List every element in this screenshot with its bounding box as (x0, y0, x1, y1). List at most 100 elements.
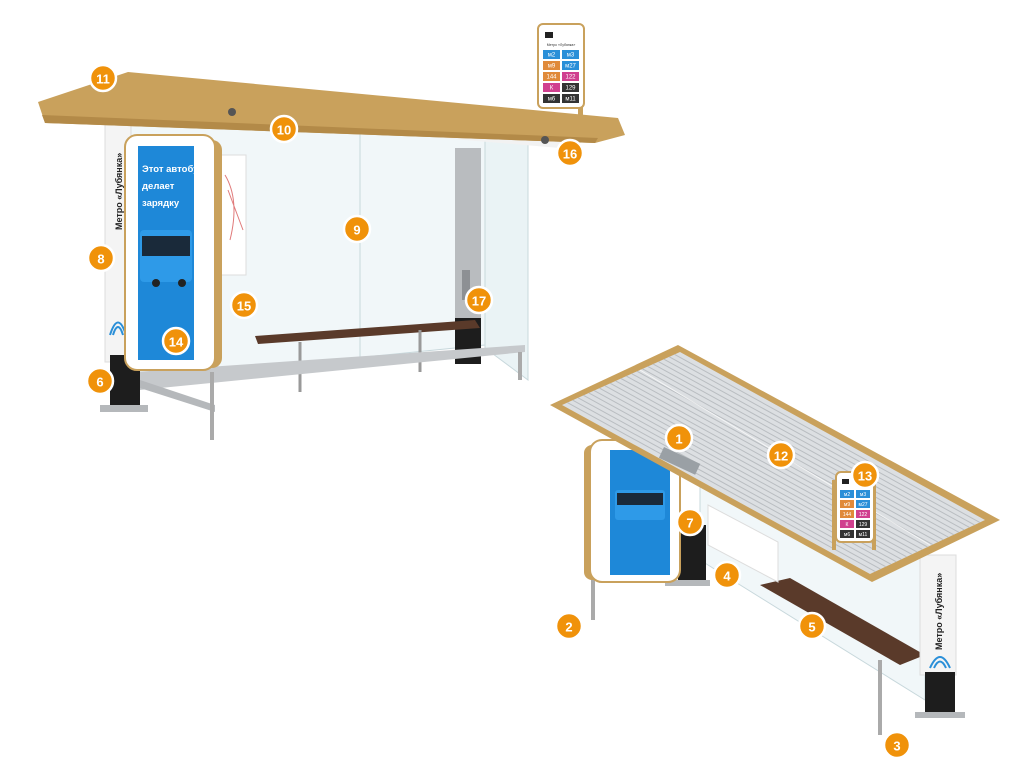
bus-icon (545, 32, 553, 38)
marker-circle (766, 440, 796, 470)
route-number: К (846, 522, 849, 528)
info-panel (707, 504, 779, 583)
marker-circle (675, 507, 705, 537)
marker-16[interactable]: 16 (555, 138, 585, 168)
marker-10[interactable]: 10 (269, 114, 299, 144)
route-number: м3 (860, 492, 866, 498)
route-number: м6 (548, 96, 556, 102)
marker-7[interactable]: 7 (675, 507, 705, 537)
bus-icon (842, 479, 849, 484)
marker-12[interactable]: 12 (766, 440, 796, 470)
foot-plate (915, 712, 965, 718)
route-tile-bg (543, 72, 560, 81)
route-tile: м3 (856, 490, 870, 498)
marker-circle (797, 611, 827, 641)
route-tile-bg (856, 500, 870, 508)
marker-11[interactable]: 11 (88, 63, 118, 93)
marker-circle (555, 138, 585, 168)
marker-6[interactable]: 6 (85, 366, 115, 396)
route-tile: 144 (543, 72, 560, 81)
bus-window (617, 493, 663, 505)
marker-number: 13 (858, 469, 872, 484)
marker-circle (464, 285, 494, 315)
marker-number: 5 (808, 620, 815, 635)
route-tile-bg (856, 490, 870, 498)
marker-circle (882, 730, 912, 760)
marker-1[interactable]: 1 (664, 423, 694, 453)
station-name-label: Метро «Лубянка» (934, 573, 944, 650)
marker-15[interactable]: 15 (229, 290, 259, 320)
marker-14[interactable]: 14 (161, 326, 191, 356)
route-tile: м27 (856, 500, 870, 508)
marker-13[interactable]: 13 (850, 460, 880, 490)
route-tile-bg (562, 50, 579, 59)
roof-rib (674, 353, 981, 523)
route-number: м27 (565, 63, 576, 69)
shelter-front-view: Метро «Лубянка» Этот автобус делает заря… (38, 23, 625, 440)
marker-circle (554, 611, 584, 641)
route-number: 129 (859, 522, 868, 528)
route-sign-post (832, 480, 836, 550)
route-tile: К (840, 520, 854, 528)
route-tile-bg (840, 520, 854, 528)
route-tile-bg (562, 72, 579, 81)
base-frame-side (140, 380, 215, 412)
route-number: м6 (844, 532, 850, 538)
marker-circle (229, 290, 259, 320)
roof-rib (669, 356, 975, 526)
marker-3[interactable]: 3 (882, 730, 912, 760)
route-tile: 122 (856, 510, 870, 518)
route-tile-bg (562, 94, 579, 103)
marker-5[interactable]: 5 (797, 611, 827, 641)
marker-number: 6 (96, 375, 103, 390)
route-number: м27 (859, 502, 868, 508)
route-tile-bg (543, 94, 560, 103)
roof-rib (642, 368, 949, 538)
marker-2[interactable]: 2 (554, 611, 584, 641)
route-number: 144 (843, 512, 852, 518)
route-tile: м11 (856, 530, 870, 538)
marker-9[interactable]: 9 (342, 214, 372, 244)
route-tile: м3 (562, 50, 579, 59)
route-tile-bg (840, 530, 854, 538)
route-tile-bg (543, 50, 560, 59)
pillar-base (925, 672, 955, 717)
marker-number: 4 (723, 569, 731, 584)
marker-circle (269, 114, 299, 144)
route-tile: 129 (562, 83, 579, 92)
marker-number: 1 (675, 432, 682, 447)
route-number: м2 (548, 52, 556, 58)
marker-circle (88, 63, 118, 93)
route-sign-post (578, 105, 583, 125)
marker-number: 17 (472, 294, 486, 309)
route-number: К (550, 85, 554, 91)
roof-edge (42, 115, 598, 143)
marker-number: 3 (893, 739, 900, 754)
wave-logo-icon (929, 656, 951, 669)
marker-circle (161, 326, 191, 356)
route-tile-bg (856, 530, 870, 538)
route-tile-bg (562, 83, 579, 92)
ad-line-3: зарядку (142, 198, 180, 209)
route-tile-bg (840, 510, 854, 518)
pillar (455, 148, 481, 348)
roof-rib (663, 358, 970, 528)
route-number: 122 (859, 512, 868, 518)
camera-icon (228, 108, 236, 116)
marker-4[interactable]: 4 (712, 560, 742, 590)
marker-number: 16 (563, 147, 577, 162)
marker-circle (85, 366, 115, 396)
marker-number: 15 (237, 299, 251, 314)
route-tile: м6 (543, 94, 560, 103)
roof-rib (572, 399, 881, 570)
route-tile: м9 (543, 61, 560, 70)
route-tile: м9 (840, 500, 854, 508)
marker-8[interactable]: 8 (86, 243, 116, 273)
route-tile-bg (840, 490, 854, 498)
marker-17[interactable]: 17 (464, 285, 494, 315)
